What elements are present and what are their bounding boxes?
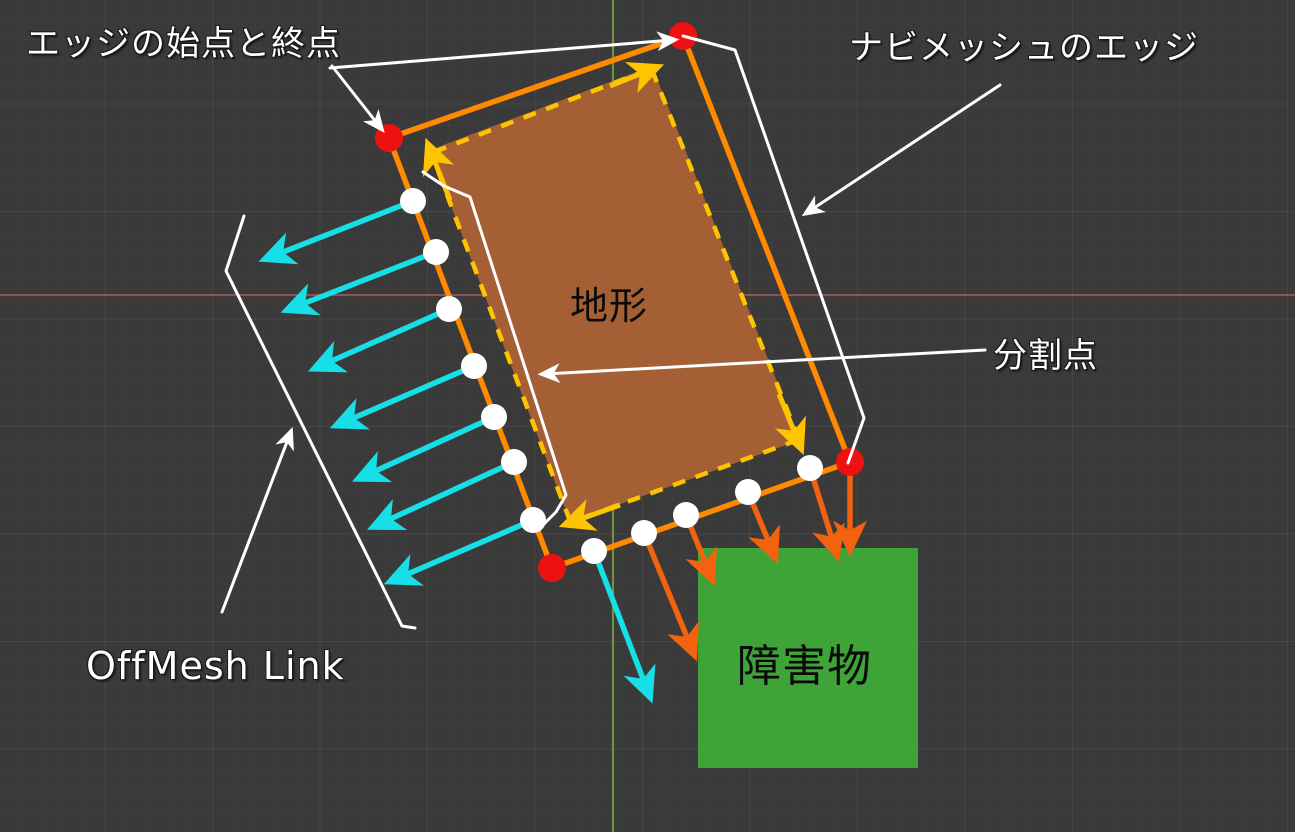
navmesh-edge-brace [681, 34, 866, 465]
offmesh-link-arrows [258, 198, 656, 704]
split-point-dot[interactable] [400, 188, 426, 214]
navmesh-edge-leader [801, 83, 1002, 217]
split-point-dot[interactable] [735, 479, 761, 505]
dashed-edge-right [649, 69, 801, 438]
edge-endpoint-dot[interactable] [538, 554, 566, 582]
obstacle-arrow [641, 530, 699, 662]
navmesh-winding-arrows [422, 62, 806, 531]
offmesh-arrow [591, 548, 656, 704]
winding-arrow-right [774, 393, 806, 456]
winding-arrow-bottom [558, 499, 621, 531]
offmesh-arrow [383, 517, 536, 586]
edge-endpoint-dot[interactable] [836, 448, 864, 476]
split-point-dot[interactable] [673, 502, 699, 528]
split-point-dot[interactable] [520, 507, 546, 533]
terrain-quad [430, 66, 800, 522]
split-point-dots [400, 188, 823, 564]
offmesh-link-brace [224, 214, 417, 630]
offmesh-link-leader [220, 426, 294, 614]
edge-start-end-leader-branch [330, 64, 385, 133]
winding-arrow-top [609, 62, 665, 94]
obstacle-object[interactable] [698, 548, 918, 768]
split-point-dot[interactable] [581, 538, 607, 564]
split-point-dot[interactable] [461, 353, 487, 379]
split-point-dot[interactable] [436, 296, 462, 322]
split-point-dot[interactable] [631, 520, 657, 546]
split-point-leader [537, 348, 987, 384]
offmesh-arrow [367, 459, 517, 531]
dashed-edge-left [429, 154, 573, 522]
split-point-dot[interactable] [797, 455, 823, 481]
split-point-dot[interactable] [481, 404, 507, 430]
split-point-dot[interactable] [423, 239, 449, 265]
obstacle-rect [698, 548, 918, 768]
winding-arrow-left [422, 137, 455, 201]
terrain-object[interactable] [430, 66, 800, 522]
split-point-dot[interactable] [501, 449, 527, 475]
annotation-overlay [220, 31, 1002, 630]
offmesh-arrow [351, 414, 497, 483]
offmesh-arrow [329, 363, 477, 430]
offmesh-arrow [258, 198, 416, 265]
offmesh-arrow [280, 249, 439, 316]
split-point-brace [421, 170, 568, 532]
edge-start-end-leader-main [328, 31, 680, 70]
offmesh-arrow [307, 306, 452, 373]
